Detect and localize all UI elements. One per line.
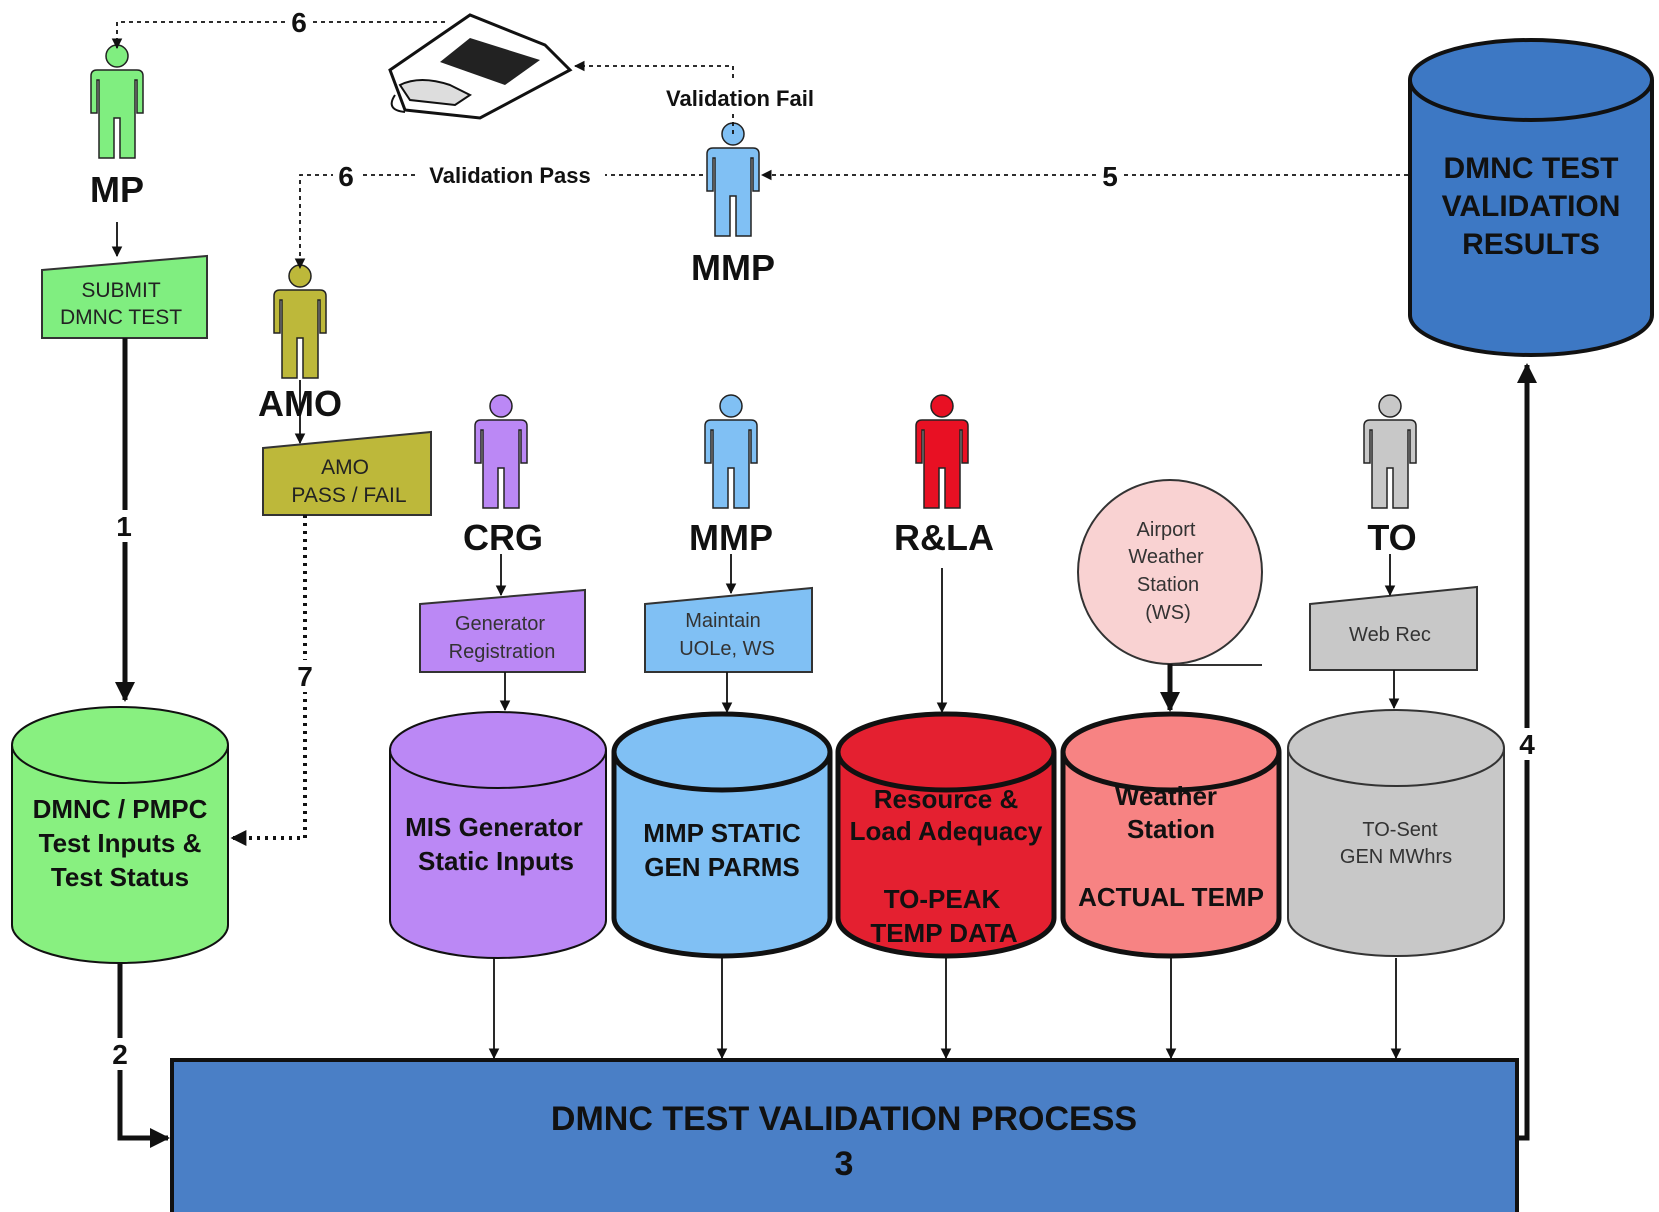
flow-validation-pass bbox=[294, 174, 703, 270]
submit-line-2: DMNC TEST bbox=[60, 306, 182, 329]
to-sent-database: TO-Sent GEN MWhrs bbox=[1287, 709, 1505, 957]
flow-step-7 bbox=[230, 515, 307, 846]
crg-person-icon bbox=[474, 394, 528, 509]
ws-db-line-2: Station bbox=[1127, 814, 1215, 844]
to-person-icon bbox=[1363, 394, 1417, 509]
rla-person-icon bbox=[915, 394, 969, 509]
validation-pass-label: Validation Pass bbox=[429, 163, 590, 188]
rla-db-line-4: TO-PEAK bbox=[884, 884, 1001, 914]
web-rec-form: Web Rec bbox=[1309, 585, 1478, 671]
mis-gen-line-2: Static Inputs bbox=[418, 846, 574, 876]
step-2: 2 bbox=[112, 1039, 128, 1070]
step-7: 7 bbox=[297, 661, 313, 692]
webrec-line-1: Web Rec bbox=[1349, 624, 1431, 646]
results-line-2: VALIDATION bbox=[1442, 190, 1621, 223]
amo-form-line-2: PASS / FAIL bbox=[291, 484, 406, 507]
genreg-line-2: Registration bbox=[449, 641, 556, 663]
rla-db-line-5: TEMP DATA bbox=[870, 918, 1018, 948]
ws-line-3: Station bbox=[1137, 574, 1199, 596]
flow-step-4 bbox=[1517, 363, 1537, 1141]
generator-registration-form: Generator Registration bbox=[419, 588, 586, 673]
submit-line-1: SUBMIT bbox=[81, 279, 161, 302]
rla-db-line-2: Load Adequacy bbox=[850, 816, 1043, 846]
genreg-line-1: Generator bbox=[455, 613, 545, 635]
ws-line-4: (WS) bbox=[1145, 602, 1191, 624]
actor-rla: R&LA bbox=[894, 517, 994, 558]
mmp-static-line-2: GEN PARMS bbox=[644, 852, 800, 882]
amo-person-icon bbox=[273, 264, 327, 379]
dmnc-pmpc-database: DMNC / PMPC Test Inputs & Test Status bbox=[11, 706, 229, 964]
to-sent-line-1: TO-Sent bbox=[1362, 819, 1438, 841]
process-number: 3 bbox=[835, 1145, 854, 1183]
actor-mp: MP bbox=[90, 169, 144, 210]
mmp-person-icon bbox=[704, 394, 758, 509]
validation-process-box bbox=[170, 1058, 1519, 1212]
dmnc-pmpc-line-3: Test Status bbox=[51, 862, 189, 892]
flow-step-6-phone-to-mp bbox=[111, 21, 445, 50]
step-6-top: 6 bbox=[291, 7, 307, 38]
maintain-line-2: UOLe, WS bbox=[679, 638, 775, 660]
step-1: 1 bbox=[116, 511, 132, 542]
actor-crg: CRG bbox=[463, 517, 543, 558]
process-title: DMNC TEST VALIDATION PROCESS bbox=[551, 1100, 1137, 1138]
actor-mmp-top: MMP bbox=[691, 247, 775, 288]
mmp-static-line-1: MMP STATIC bbox=[643, 818, 801, 848]
results-line-3: RESULTS bbox=[1462, 228, 1600, 261]
amo-pass-fail-form: AMO PASS / FAIL bbox=[262, 430, 432, 516]
airport-weather-station-circle: Airport Weather Station (WS) bbox=[1077, 479, 1263, 666]
amo-form-line-1: AMO bbox=[321, 456, 369, 479]
actor-to: TO bbox=[1367, 517, 1416, 558]
ws-db-line-4: ACTUAL TEMP bbox=[1078, 882, 1264, 912]
dmnc-pmpc-line-1: DMNC / PMPC bbox=[33, 794, 208, 824]
step-6-pass: 6 bbox=[338, 161, 354, 192]
ws-line-1: Airport bbox=[1137, 519, 1196, 541]
mis-gen-line-1: MIS Generator bbox=[405, 812, 583, 842]
step-4: 4 bbox=[1519, 729, 1535, 760]
flow-validation-fail bbox=[573, 60, 734, 134]
mis-generator-database: MIS Generator Static Inputs bbox=[389, 711, 607, 959]
mmp-static-database: MMP STATIC GEN PARMS bbox=[611, 711, 833, 959]
ws-line-2: Weather bbox=[1128, 546, 1204, 568]
weather-station-database: Weather Station ACTUAL TEMP bbox=[1060, 711, 1282, 959]
results-database: DMNC TEST VALIDATION RESULTS bbox=[1408, 38, 1654, 357]
telephone-icon bbox=[388, 13, 573, 120]
mp-person-icon bbox=[90, 44, 144, 159]
submit-dmnc-test-form: SUBMIT DMNC TEST bbox=[41, 254, 208, 339]
rla-db-line-1: Resource & bbox=[874, 784, 1019, 814]
results-line-1: DMNC TEST bbox=[1444, 152, 1619, 185]
resource-load-database: Resource & Load Adequacy TO-PEAK TEMP DA… bbox=[835, 711, 1057, 959]
flow-step-2 bbox=[117, 962, 170, 1148]
to-sent-line-2: GEN MWhrs bbox=[1340, 846, 1452, 868]
dmnc-pmpc-line-2: Test Inputs & bbox=[39, 828, 202, 858]
actor-mmp: MMP bbox=[689, 517, 773, 558]
mmp-top-person-icon bbox=[706, 122, 760, 237]
step-5: 5 bbox=[1102, 161, 1118, 192]
ws-db-line-1: Weather bbox=[1115, 781, 1217, 811]
maintain-uole-ws-form: Maintain UOLe, WS bbox=[644, 586, 813, 673]
maintain-line-1: Maintain bbox=[685, 610, 761, 632]
validation-fail-label: Validation Fail bbox=[666, 86, 814, 111]
